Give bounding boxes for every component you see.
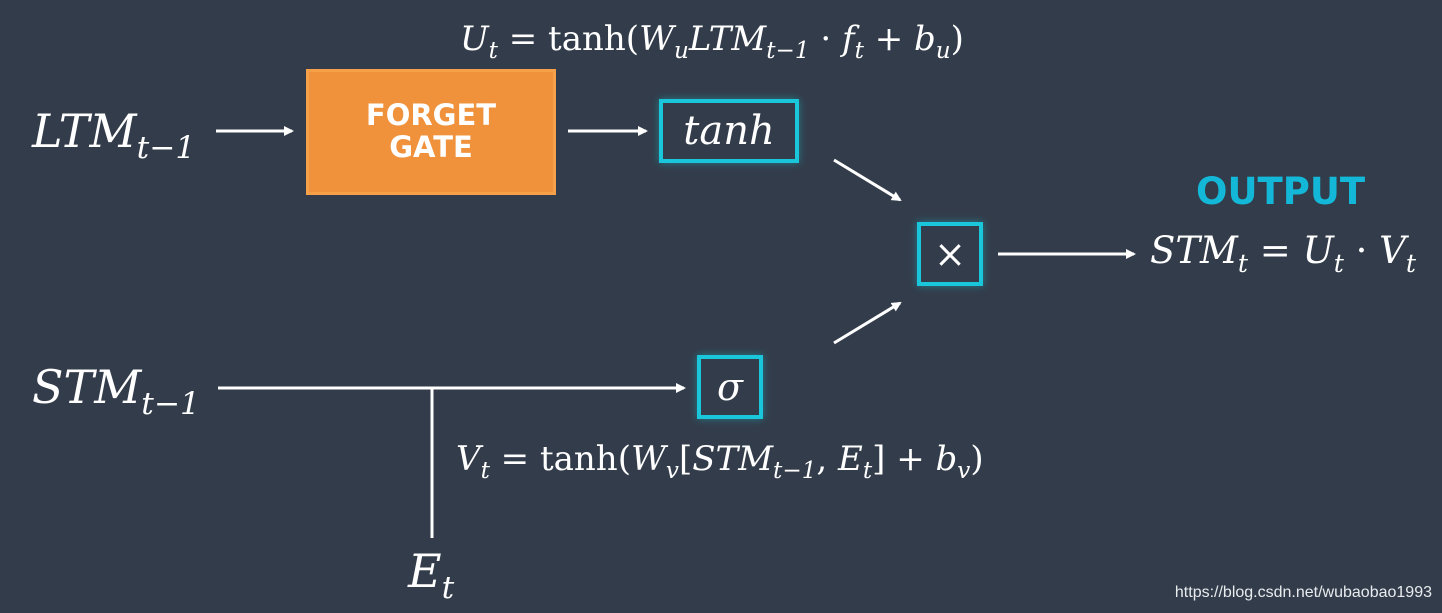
eq-b-subscript: u [935,38,951,65]
eq-close-paren: ) [950,19,964,59]
stm-subscript: t−1 [141,385,200,422]
event-input-label: Et [408,548,454,604]
ltm-input-label: LTMt−1 [32,108,195,164]
eq2-bracket-close: ] [872,439,886,479]
forget-gate-line2: GATE [389,130,473,164]
tanh-box: tanh [659,99,799,163]
tanh-label: tanh [683,108,775,154]
eq-w-symbol: W [639,19,675,59]
ltm-symbol: LTM [32,104,137,158]
eq-plus: + [863,19,914,59]
ltm-subscript: t−1 [136,129,196,166]
eq2-stm-symbol: STM [692,439,774,479]
arrow-sigma-to-multiply [833,301,902,345]
eq2-w-subscript: v [665,458,679,485]
eq2-comma: , [816,439,839,479]
event-subscript: t [441,569,455,606]
eq2-w-symbol: W [630,439,666,479]
eq2-tanh-open: = tanh( [489,439,631,479]
eq2-v-subscript: t [480,458,490,485]
eq-tanh-open: = tanh( [497,19,640,59]
out-stm-symbol: STM [1150,229,1238,272]
out-u-subscript: t [1333,248,1344,278]
sigma-box: σ [697,355,763,419]
eq2-close-paren: ) [970,439,984,479]
out-stm-subscript: t [1237,248,1249,278]
eq2-b-symbol: b [935,439,958,479]
out-u-symbol: U [1302,229,1334,272]
eq-dot: · [809,19,842,59]
eq2-e-subscript: t [862,458,873,485]
eq-ltm-symbol: LTM [688,19,767,59]
sigma-output-equation: Vt = tanh(Wv[STMt−1, Et] + bv) [456,439,984,483]
eq-ltm-subscript: t−1 [766,38,810,65]
eq2-stm-subscript: t−1 [773,458,817,485]
forget-gate-line1: FORGET [365,98,497,133]
out-equals: = [1248,229,1303,272]
out-v-symbol: V [1379,229,1406,272]
multiply-label: × [934,232,966,276]
eq-u-subscript: t [488,38,498,65]
eq-f-symbol: f [842,19,855,59]
eq-f-subscript: t [854,38,864,65]
eq-b-symbol: b [914,19,936,59]
forget-output-equation: Ut = tanh(WuLTMt−1 · ft + bu) [460,19,964,63]
stm-symbol: STM [32,360,142,414]
arrow-tanh-to-multiply [833,158,902,202]
output-equation: STMt = Ut · Vt [1150,229,1416,276]
multiply-box: × [917,222,983,286]
eq2-plus: + [885,439,936,479]
eq2-bracket-open: [ [678,439,693,479]
eq-w-subscript: u [674,38,689,65]
forget-gate-box: FORGET GATE [306,69,556,195]
out-v-subscript: t [1405,248,1416,278]
source-watermark: https://blog.csdn.net/wubaobao1993 [1174,584,1432,601]
sigma-label: σ [717,365,743,409]
eq2-v-symbol: V [456,439,481,479]
output-heading: OUTPUT [1196,170,1366,213]
event-symbol: E [408,544,442,598]
eq2-b-subscript: v [957,458,971,485]
eq-u-symbol: U [460,19,489,59]
out-dot: · [1343,229,1380,272]
stm-input-label: STMt−1 [32,364,200,420]
eq2-e-symbol: E [838,439,863,479]
